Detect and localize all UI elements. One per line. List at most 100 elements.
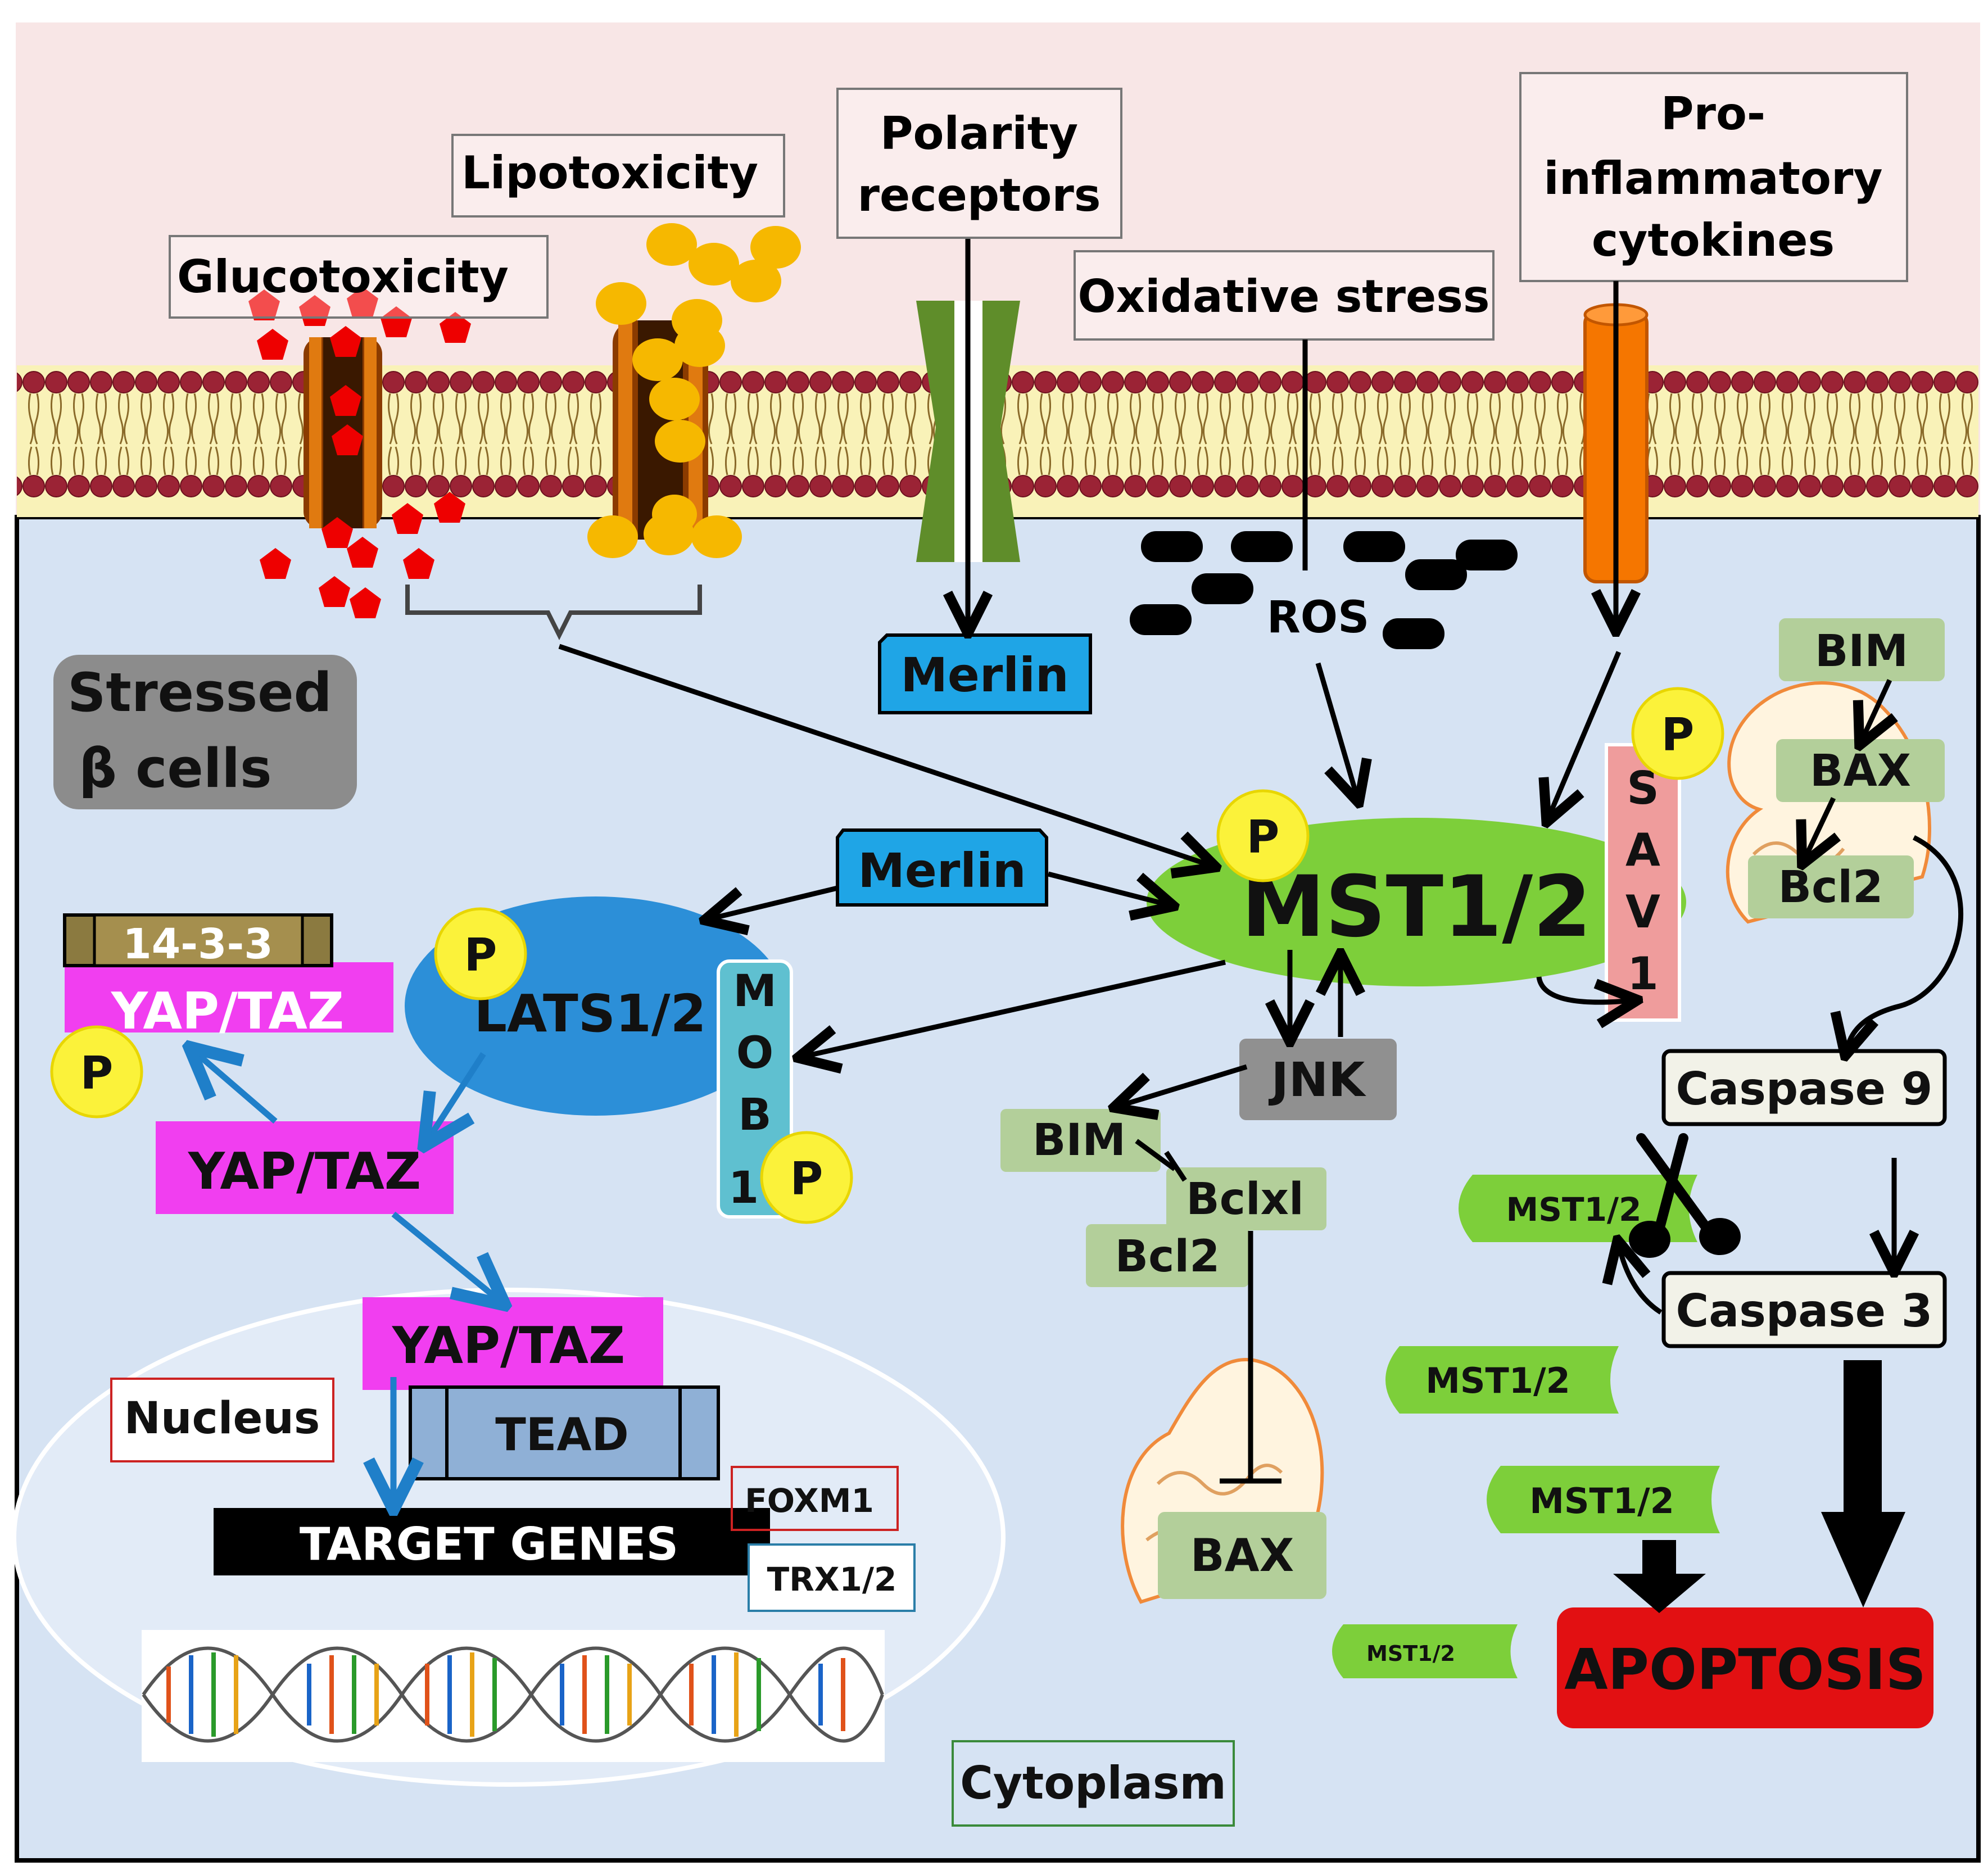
polarity-receptors-box: Polarity receptors (836, 88, 1122, 239)
apoptosis-label: APOPTOSIS (1564, 1637, 1926, 1702)
bax-label: BAX (1190, 1529, 1294, 1582)
stressed-label-line1: Stressed (67, 662, 332, 724)
yaptaz-arrows (194, 1051, 500, 1503)
phospho-badge-sav1: P (1631, 687, 1724, 780)
merlin-box: Merlin (836, 828, 1048, 907)
arrow-merlin-to-lats (709, 885, 839, 919)
arrow-mst-to-sav1 (1536, 976, 1633, 1002)
lipotoxicity-box: Lipotoxicity (451, 134, 785, 218)
foxm1-box: FOXM1 (731, 1466, 899, 1531)
caspase9-label: Caspase 9 (1676, 1063, 1933, 1115)
protein-1433-label: 14-3-3 (123, 920, 273, 968)
arrow-stress-to-mst (558, 644, 1211, 866)
arrow-yaptaz-to-1433 (194, 1051, 278, 1124)
foxm1-label: FOXM1 (745, 1482, 874, 1520)
svg-text:P: P (464, 929, 497, 981)
arrow-caspase3-to-mst (1619, 1245, 1663, 1315)
inhibit-bim-bclxl (1135, 1139, 1176, 1171)
mito-bcl2-box: Bcl2 (1748, 855, 1914, 918)
mob1-box: M O B 1 (717, 959, 793, 1219)
arrow-cytokines-to-mst (1548, 651, 1622, 818)
merlin-membrane-box: Merlin (878, 633, 1092, 714)
cytokines-label-line1: Pro- (1661, 88, 1765, 140)
yaptaz-free-box: YAP/TAZ (156, 1121, 454, 1214)
scissors-icon (1629, 1133, 1741, 1258)
phospho-badge-mst: P (1216, 789, 1310, 882)
arrow-bim-to-bax (1862, 679, 1890, 741)
cytokines-box: Pro- inflammatory cytokines (1519, 72, 1908, 282)
cleaved-mst-label: MST1/2 (1366, 1641, 1455, 1666)
arrow-jnk-to-bim (1118, 1064, 1248, 1106)
nucleus-label: Nucleus (124, 1393, 320, 1444)
glucose-molecules (248, 287, 471, 618)
arrow-mito-to-caspase9 (1846, 835, 1963, 1051)
arrow-mst-to-mob1 (803, 959, 1226, 1057)
mito-bim-box: BIM (1779, 618, 1945, 681)
bax-box: BAX (1158, 1512, 1326, 1599)
svg-text:P: P (1661, 709, 1695, 761)
stressed-beta-cells-badge: Stressed β cells (53, 655, 357, 809)
cytokines-label-line3: cytokines (1592, 214, 1835, 266)
mito-bax-box: BAX (1776, 739, 1945, 802)
apoptosis-box: APOPTOSIS (1557, 1607, 1933, 1728)
cleaved-mst-label: MST1/2 (1506, 1190, 1642, 1229)
trx-label: TRX1/2 (767, 1560, 897, 1598)
cytoplasm-label-box: Cytoplasm (952, 1740, 1235, 1827)
glucotoxicity-label: Glucotoxicity (177, 251, 509, 303)
lats-label: LATS1/2 (474, 984, 706, 1044)
polarity-label-line1: Polarity (880, 107, 1078, 160)
glucotoxicity-box: Glucotoxicity (169, 235, 549, 319)
arrow-yaptaz-to-nucleus (391, 1211, 500, 1301)
merlin-label: Merlin (858, 843, 1026, 898)
target-genes-bar: TARGET GENES (214, 1508, 770, 1575)
sav1-letter: A (1625, 824, 1660, 876)
phospho-badge-lats: P (434, 907, 527, 1000)
svg-text:P: P (790, 1153, 823, 1205)
bcl2-box: Bcl2 (1086, 1224, 1249, 1287)
arrow-bax-to-bcl2 (1804, 797, 1833, 860)
sav1-box: S A V 1 (1605, 743, 1681, 1022)
bim-label: BIM (1033, 1115, 1126, 1166)
sav1-letter: 1 (1627, 948, 1659, 1000)
jnk-box: JNK (1239, 1039, 1397, 1120)
mob1-letter: B (738, 1090, 771, 1140)
target-genes-label: TARGET GENES (300, 1518, 678, 1570)
oxidative-stress-label: Oxidative stress (1077, 270, 1489, 323)
arrow-merlin-to-mst (1047, 871, 1169, 905)
mito-bim-label: BIM (1815, 626, 1908, 677)
cytokines-label-line2: inflammatory (1543, 152, 1882, 205)
inhibit-bar-bclxl (1164, 1151, 1187, 1182)
cleaved-mst-fragment: MST1/2 (1385, 1346, 1619, 1414)
svg-text:P: P (1247, 811, 1280, 863)
arrow-ros-to-mst (1315, 662, 1357, 798)
arrow-lats-to-yaptaz (427, 1052, 486, 1141)
caspase9-box: Caspase 9 (1661, 1049, 1947, 1126)
cleaved-mst-fragment: MST1/2 (1332, 1624, 1518, 1678)
mito-bax-label: BAX (1810, 746, 1911, 796)
stressed-label-line2: β cells (79, 738, 272, 800)
yaptaz-phospho-label: YAP/TAZ (111, 982, 344, 1041)
merlin-membrane-label: Merlin (900, 647, 1068, 703)
phospho-badge-mob1: P (760, 1131, 853, 1224)
svg-text:P: P (80, 1047, 114, 1099)
jnk-label: JNK (1269, 1052, 1367, 1107)
tead-label: TEAD (495, 1408, 629, 1461)
caspase3-label: Caspase 3 (1676, 1285, 1933, 1337)
yaptaz-nuclear-label: YAP/TAZ (392, 1316, 625, 1375)
cleaved-mst-label: MST1/2 (1425, 1360, 1570, 1401)
dna-double-helix (142, 1630, 885, 1762)
phospho-badge-yaptaz: P (50, 1025, 143, 1118)
trx-box: TRX1/2 (748, 1543, 916, 1612)
oxidative-stress-box: Oxidative stress (1074, 250, 1495, 341)
cleaved-mst-fragment: MST1/2 (1487, 1466, 1720, 1533)
tead-box: TEAD (409, 1385, 720, 1480)
polarity-label-line2: receptors (858, 169, 1101, 221)
signal-arrows (558, 239, 1963, 1484)
bclxl-box: Bclxl (1166, 1167, 1326, 1230)
lipotoxicity-label: Lipotoxicity (461, 147, 758, 199)
yaptaz-1433-complex: 14-3-3 YAP/TAZ (63, 913, 393, 1041)
bim-box: BIM (1000, 1109, 1161, 1172)
bclxl-label: Bclxl (1186, 1174, 1303, 1225)
lipid-droplets (587, 223, 801, 558)
